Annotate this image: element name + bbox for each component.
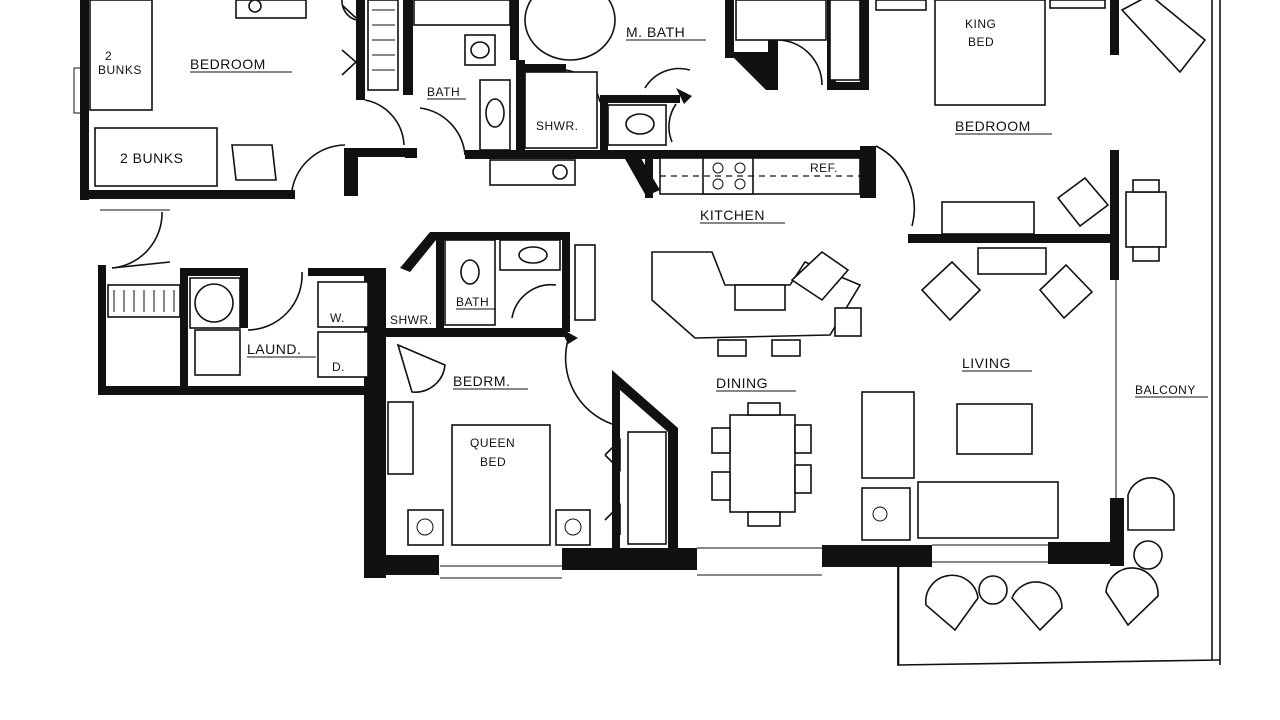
label-balcony: BALCONY	[1135, 383, 1196, 397]
king-bed	[934, 0, 1046, 106]
label-shower-mid: SHWR.	[390, 313, 433, 327]
washer	[317, 281, 369, 328]
sofa	[917, 481, 1059, 539]
dresser-top	[235, 0, 307, 19]
chair-living-1	[920, 260, 982, 322]
label-bedroom-king: BEDROOM	[955, 118, 1031, 134]
balcony-chair-2	[1011, 581, 1063, 632]
label-king-bed-line2: BED	[968, 35, 994, 49]
closet-hangers	[367, 0, 399, 91]
laundry-shelf-lines	[113, 290, 175, 312]
label-bedroom-bunks: BEDROOM	[190, 56, 266, 72]
label-bunks-upper: 2 BUNKS	[98, 49, 142, 77]
dining-table	[729, 414, 796, 513]
label-king-bed-line1: KING	[965, 17, 996, 31]
bunk-bed-upper	[89, 0, 153, 111]
master-tub	[524, 0, 616, 61]
balcony-table	[978, 575, 1008, 605]
room-labels: BEDROOM 2 BUNKS 2 BUNKS BATH M. BATH SHW…	[98, 17, 1196, 469]
shower-top	[524, 71, 598, 149]
walls	[80, 0, 1124, 666]
label-kitchen: KITCHEN	[700, 207, 765, 223]
label-queen-bed: QUEEN BED	[470, 436, 519, 469]
doors	[111, 0, 916, 535]
outlines	[73, 0, 1221, 666]
label-bath-mid: BATH	[456, 295, 489, 309]
label-king-bed: KING BED	[965, 17, 1000, 49]
coffee-table	[956, 403, 1033, 455]
balcony-chair-right-top	[1127, 477, 1175, 531]
label-underlines	[190, 39, 1208, 398]
label-laundry: LAUND.	[247, 341, 301, 357]
armchair-bedrm	[396, 343, 446, 393]
loveseat	[861, 391, 915, 479]
label-bedroom-queen: BEDRM.	[453, 373, 510, 389]
label-washer: W.	[330, 311, 345, 325]
label-living: LIVING	[962, 355, 1011, 371]
bathtub-top	[413, 0, 511, 26]
chair-bunk-room	[231, 144, 277, 181]
balcony-chair-1	[924, 574, 979, 632]
label-queen-bed-line2: BED	[480, 455, 506, 469]
label-dining: DINING	[716, 375, 768, 391]
label-shower-top: SHWR.	[536, 119, 579, 133]
label-master-bath: M. BATH	[626, 24, 685, 40]
label-refrigerator: REF.	[810, 161, 838, 175]
label-bunks-upper-line1: 2	[105, 49, 112, 63]
label-bunks-upper-line2: BUNKS	[98, 63, 142, 77]
lounge-chair	[1120, 0, 1207, 74]
chair-living-2	[1038, 263, 1094, 320]
chair-bedroom	[1056, 176, 1110, 228]
label-queen-bed-line1: QUEEN	[470, 436, 515, 450]
label-bunks-lower: 2 BUNKS	[120, 150, 183, 166]
label-dryer: D.	[332, 360, 345, 374]
bunk-bed-lower	[94, 127, 218, 187]
furniture	[89, 0, 1207, 632]
label-bath-top: BATH	[427, 85, 460, 99]
dryer	[317, 331, 369, 378]
queen-bed	[451, 424, 551, 546]
balcony-chair-3	[1105, 567, 1159, 627]
